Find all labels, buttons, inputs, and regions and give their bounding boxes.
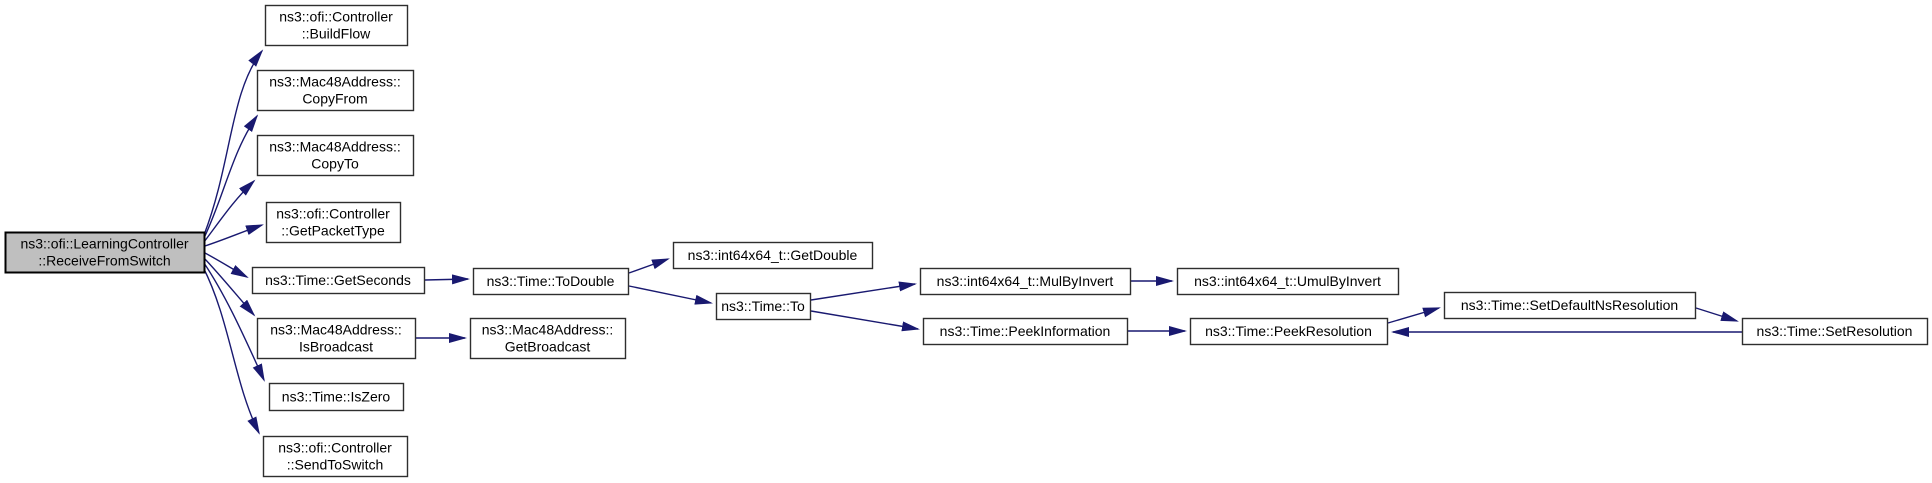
edge-receivefromswitch-to-iszero <box>203 262 265 382</box>
node-box[interactable] <box>251 266 426 295</box>
node-to[interactable]: ns3::Time::To <box>715 292 812 321</box>
node-box[interactable] <box>1176 267 1400 296</box>
edge-receivefromswitch-to-getseconds <box>204 252 249 278</box>
node-sendtoswitch[interactable]: ns3::ofi::Controller::SendToSwitch <box>262 435 409 478</box>
edge-receivefromswitch-to-buildflow <box>203 49 264 236</box>
edge-setdefaultnsresolution-to-setresolution <box>1695 307 1739 322</box>
node-label: ns3::int64x64_t::MulByInvert <box>937 273 1114 289</box>
node-label: ns3::ofi::Controller::SendToSwitch <box>278 440 392 473</box>
node-box[interactable] <box>4 231 206 274</box>
node-box[interactable] <box>262 435 409 478</box>
node-mulbyinvert[interactable]: ns3::int64x64_t::MulByInvert <box>919 267 1132 296</box>
node-box[interactable] <box>1189 317 1389 346</box>
node-label: ns3::int64x64_t::UmulByInvert <box>1194 273 1381 289</box>
node-label: ns3::Time::PeekInformation <box>940 323 1111 339</box>
node-setresolution[interactable]: ns3::Time::SetResolution <box>1741 317 1929 346</box>
node-box[interactable] <box>919 267 1132 296</box>
node-box[interactable] <box>715 292 812 321</box>
node-box[interactable] <box>264 4 409 47</box>
edge-to-to-peekinformation <box>810 310 920 332</box>
edge-receivefromswitch-to-copyfrom <box>203 114 259 239</box>
node-setdefaultnsresolution[interactable]: ns3::Time::SetDefaultNsResolution <box>1443 291 1697 320</box>
node-box[interactable] <box>256 317 417 360</box>
node-label: ns3::Mac48Address::IsBroadcast <box>270 322 402 355</box>
node-label: ns3::ofi::Controller::BuildFlow <box>279 9 393 42</box>
node-label: ns3::Mac48Address::CopyTo <box>269 139 401 172</box>
node-receivefromswitch[interactable]: ns3::ofi::LearningController::ReceiveFro… <box>4 231 206 274</box>
node-peekinformation[interactable]: ns3::Time::PeekInformation <box>922 317 1129 346</box>
node-label: ns3::Mac48Address::CopyFrom <box>269 74 401 107</box>
edge-todouble-to-getdouble <box>628 258 670 274</box>
node-box[interactable] <box>1443 291 1697 320</box>
edge-to-to-mulbyinvert <box>810 281 917 301</box>
node-iszero[interactable]: ns3::Time::IsZero <box>268 382 405 412</box>
edge-getseconds-to-todouble <box>424 274 470 285</box>
node-box[interactable] <box>672 241 874 270</box>
edge-receivefromswitch-to-sendtoswitch <box>202 266 260 435</box>
node-getbroadcast[interactable]: ns3::Mac48Address::GetBroadcast <box>469 317 627 360</box>
node-getseconds[interactable]: ns3::Time::GetSeconds <box>251 266 426 295</box>
edge-receivefromswitch-to-copyto <box>203 179 256 243</box>
node-label: ns3::Time::PeekResolution <box>1205 323 1372 339</box>
node-label: ns3::int64x64_t::GetDouble <box>688 247 858 263</box>
node-buildflow[interactable]: ns3::ofi::Controller::BuildFlow <box>264 4 409 47</box>
node-box[interactable] <box>256 134 415 177</box>
node-copyto[interactable]: ns3::Mac48Address::CopyTo <box>256 134 415 177</box>
node-label: ns3::Mac48Address::GetBroadcast <box>482 322 614 355</box>
node-todouble[interactable]: ns3::Time::ToDouble <box>472 267 630 296</box>
node-box[interactable] <box>268 382 405 412</box>
node-label: ns3::Time::SetDefaultNsResolution <box>1461 297 1678 313</box>
edge-todouble-to-to <box>628 285 713 305</box>
node-box[interactable] <box>469 317 627 360</box>
node-label: ns3::Time::SetResolution <box>1757 323 1913 339</box>
node-copyfrom[interactable]: ns3::Mac48Address::CopyFrom <box>256 69 415 112</box>
node-box[interactable] <box>472 267 630 296</box>
node-label: ns3::Time::To <box>721 298 805 314</box>
node-peekresolution[interactable]: ns3::Time::PeekResolution <box>1189 317 1389 346</box>
node-getdouble[interactable]: ns3::int64x64_t::GetDouble <box>672 241 874 270</box>
node-label: ns3::Time::IsZero <box>282 389 391 405</box>
node-label: ns3::ofi::Controller::GetPacketType <box>276 206 390 239</box>
node-isbroadcast[interactable]: ns3::Mac48Address::IsBroadcast <box>256 317 417 360</box>
node-umulbyinvert[interactable]: ns3::int64x64_t::UmulByInvert <box>1176 267 1400 296</box>
node-box[interactable] <box>265 201 402 244</box>
node-box[interactable] <box>1741 317 1929 346</box>
node-label: ns3::ofi::LearningController::ReceiveFro… <box>20 236 188 269</box>
node-box[interactable] <box>922 317 1129 346</box>
edge-receivefromswitch-to-getpackettype <box>204 224 264 247</box>
edge-receivefromswitch-to-isbroadcast <box>203 257 256 317</box>
node-label: ns3::Time::ToDouble <box>487 273 615 289</box>
edge-peekresolution-to-setdefaultnsresolution <box>1387 307 1441 324</box>
node-box[interactable] <box>256 69 415 112</box>
node-getpackettype[interactable]: ns3::ofi::Controller::GetPacketType <box>265 201 402 244</box>
node-label: ns3::Time::GetSeconds <box>265 272 411 288</box>
